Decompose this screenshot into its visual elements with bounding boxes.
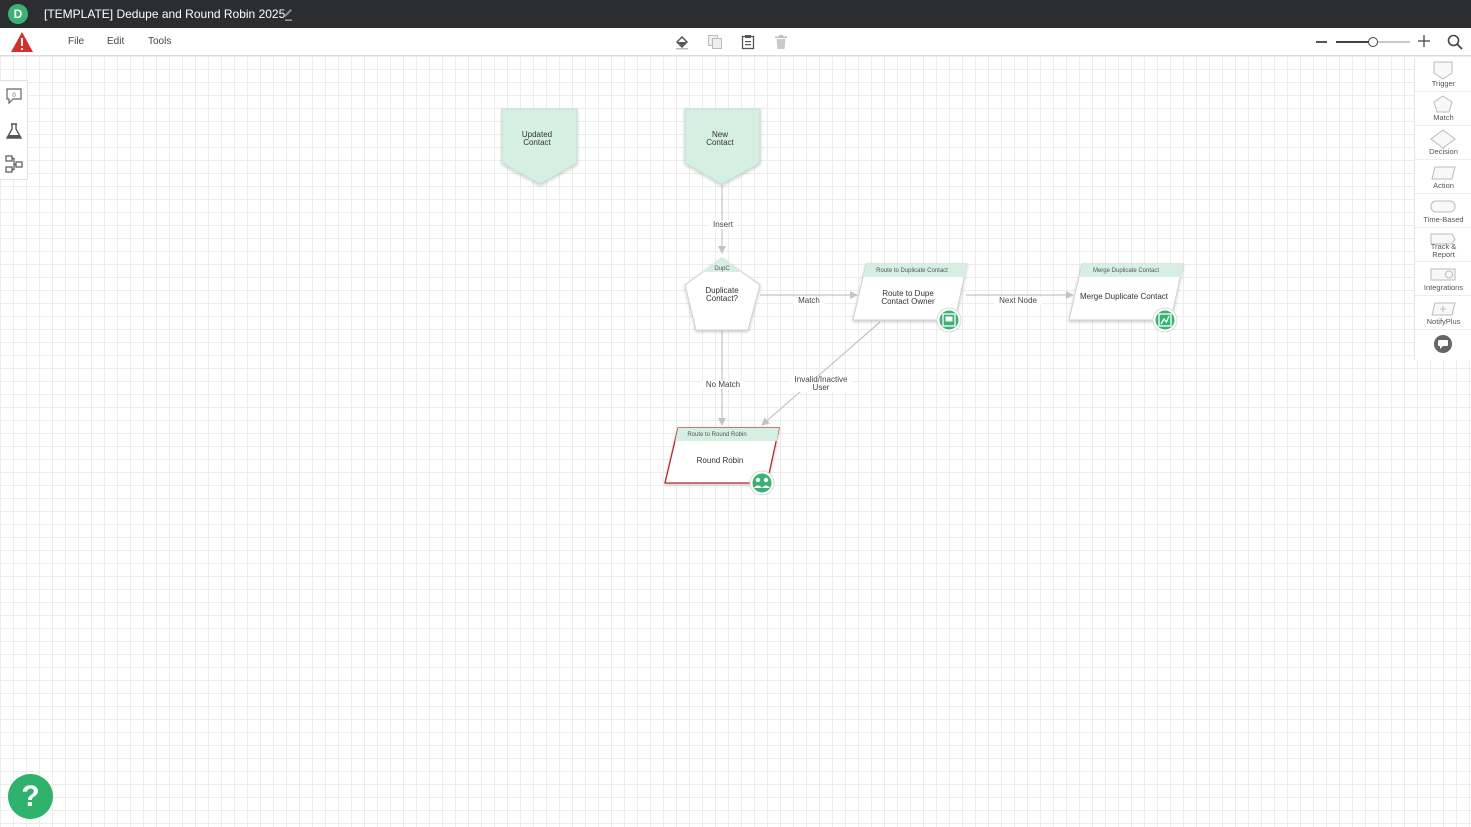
menu-edit[interactable]: Edit (107, 36, 125, 47)
trash-icon[interactable] (773, 34, 789, 50)
workflow-canvas[interactable] (0, 56, 1471, 827)
menu-bar: File Edit Tools (0, 28, 1471, 56)
title-bar: D [TEMPLATE] Dedupe and Round Robin 2025… (0, 0, 1471, 28)
copy-icon[interactable] (707, 34, 723, 50)
zoom-slider-fill (1336, 41, 1373, 43)
palette-trigger[interactable]: Trigger (1415, 58, 1471, 92)
palette-time-based[interactable]: Time-Based (1415, 194, 1471, 228)
match-node-dupc[interactable] (684, 257, 761, 331)
notifyplus-shape-icon (1431, 302, 1456, 316)
track-report-shape-icon (1430, 233, 1456, 245)
edge-invalid-user[interactable] (761, 321, 881, 426)
route-dupe-label: Route to Dupe Contact Owner (881, 289, 935, 306)
comment-icon[interactable]: 0 (5, 87, 23, 105)
node-palette: Trigger Match Decision Action Time-Based… (1414, 58, 1471, 360)
action-node-route-dupe-header (863, 264, 967, 277)
merge-header-label: Merge Duplicate Contact (1092, 268, 1160, 274)
dupc-label: Duplicate Contact? (705, 286, 739, 303)
trigger-node-updated-contact[interactable] (501, 108, 578, 185)
dupc-header-label: DupC (714, 266, 730, 272)
match-shape-icon (1433, 95, 1453, 113)
flask-icon[interactable] (5, 122, 23, 140)
updated-contact-label: Updated Contact (521, 130, 553, 147)
action-shape-icon (1431, 166, 1456, 180)
left-toolbar: 0 (0, 80, 28, 180)
edge-label-invalid-user: Invalid/Inactive User (790, 376, 852, 392)
edge-label-match: Match (793, 297, 825, 305)
decision-shape-icon (1430, 129, 1456, 149)
search-icon[interactable] (1447, 34, 1463, 50)
palette-chat[interactable] (1415, 330, 1471, 364)
warning-icon[interactable] (10, 31, 34, 53)
chat-bubble-icon (1434, 335, 1452, 353)
trigger-shape-icon (1433, 61, 1453, 80)
edge-label-no-match: No Match (702, 381, 744, 389)
badge-round-robin[interactable] (749, 470, 775, 496)
zoom-out-button[interactable] (1316, 41, 1327, 43)
paste-icon[interactable] (740, 34, 756, 50)
integrations-shape-icon (1430, 268, 1456, 281)
palette-match[interactable]: Match (1415, 92, 1471, 126)
badge-route-dupe[interactable] (936, 307, 962, 333)
pencil-icon[interactable] (282, 7, 294, 19)
palette-notifyplus[interactable]: NotifyPlus (1415, 296, 1471, 330)
paint-bucket-icon[interactable] (674, 34, 690, 50)
zoom-slider-handle[interactable] (1368, 37, 1378, 47)
palette-integrations[interactable]: Integrations (1415, 262, 1471, 296)
app-logo[interactable]: D (8, 4, 28, 24)
flow-tree-icon[interactable] (5, 155, 23, 173)
help-button[interactable]: ? (8, 774, 53, 819)
badge-merge[interactable] (1152, 307, 1178, 333)
palette-decision[interactable]: Decision (1415, 126, 1471, 160)
zoom-slider[interactable] (1336, 37, 1410, 47)
edge-label-insert: Insert (709, 221, 737, 229)
palette-track-report[interactable]: Track & Report (1415, 228, 1471, 262)
merge-label: Merge Duplicate Contact (1079, 292, 1169, 301)
menu-file[interactable]: File (68, 36, 85, 47)
action-node-merge-header (1079, 264, 1183, 277)
action-node-round-robin-header (675, 428, 779, 441)
workflow-title[interactable]: [TEMPLATE] Dedupe and Round Robin 2025_ (44, 7, 292, 21)
match-node-header (702, 258, 742, 272)
route-dupe-header-label: Route to Duplicate Contact (876, 268, 948, 274)
edge-label-next-node: Next Node (994, 297, 1042, 305)
new-contact-label: New Contact (706, 130, 734, 147)
menu-tools[interactable]: Tools (148, 36, 172, 47)
time-based-shape-icon (1430, 200, 1456, 213)
round-robin-label: Round Robin (696, 456, 744, 465)
round-robin-header-label: Route to Round Robin (687, 432, 747, 438)
comment-count: 0 (12, 93, 16, 99)
palette-action[interactable]: Action (1415, 160, 1471, 194)
trigger-node-new-contact[interactable] (684, 108, 761, 185)
zoom-in-button[interactable] (1418, 35, 1430, 47)
